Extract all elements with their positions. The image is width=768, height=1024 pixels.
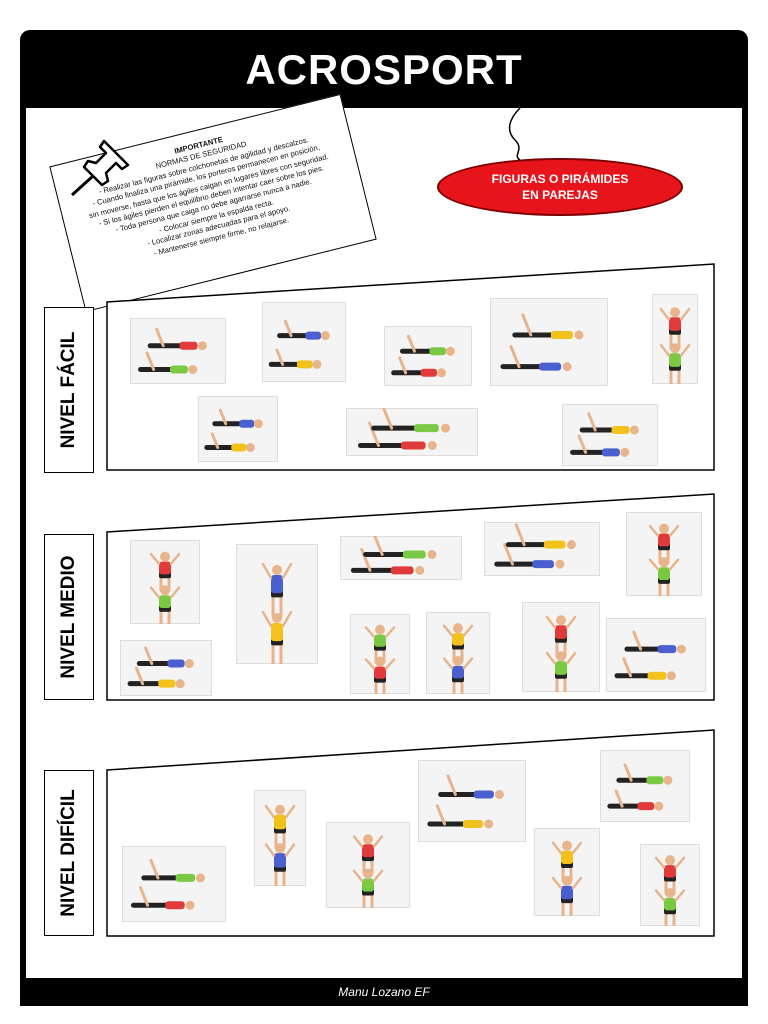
acrosport-pair-figure <box>484 522 600 576</box>
acrosport-pair-figure <box>534 828 600 916</box>
level-label-medium: NIVEL MEDIO <box>44 534 94 700</box>
page-title: ACROSPORT <box>245 46 523 93</box>
acrosport-pair-figure <box>418 760 526 842</box>
figure-illustration <box>122 846 226 922</box>
page-frame: ACROSPORT Manu Lozano EF <box>20 30 748 1006</box>
level-label-easy: NIVEL FÁCIL <box>44 307 94 473</box>
acrosport-pair-figure <box>346 408 478 456</box>
acrosport-pair-figure <box>626 512 702 596</box>
level-label-text: NIVEL FÁCIL <box>58 331 79 449</box>
figure-illustration <box>534 828 600 916</box>
acrosport-pair-figure <box>130 540 200 624</box>
acrosport-pair-figure <box>120 640 212 696</box>
acrosport-pair-figure <box>522 602 600 692</box>
footer-bar: Manu Lozano EF <box>20 978 748 1006</box>
acrosport-pair-figure <box>562 404 658 466</box>
level-label-text: NIVEL DIFÍCIL <box>58 789 79 917</box>
figure-illustration <box>600 750 690 822</box>
pyramids-badge: FIGURAS O PIRÁMIDES EN PAREJAS <box>437 158 683 216</box>
figure-illustration <box>326 822 410 908</box>
acrosport-pair-figure <box>130 318 226 384</box>
acrosport-pair-figure <box>606 618 706 692</box>
figure-illustration <box>606 618 706 692</box>
thumbtack-icon <box>70 139 130 197</box>
figure-illustration <box>130 318 226 384</box>
footer-credit: Manu Lozano EF <box>338 985 430 999</box>
figure-illustration <box>350 614 410 694</box>
header-bar: ACROSPORT <box>20 30 748 108</box>
acrosport-pair-figure <box>350 614 410 694</box>
acrosport-pair-figure <box>640 844 700 926</box>
acrosport-pair-figure <box>426 612 490 694</box>
figure-illustration <box>236 544 318 664</box>
badge-line-1: FIGURAS O PIRÁMIDES <box>491 172 629 186</box>
frame-left-border <box>20 108 26 978</box>
acrosport-pair-figure <box>254 790 306 886</box>
figure-illustration <box>340 536 462 580</box>
acrosport-pair-figure <box>490 298 608 386</box>
figure-illustration <box>262 302 346 382</box>
level-label-hard: NIVEL DIFÍCIL <box>44 770 94 936</box>
figure-illustration <box>254 790 306 886</box>
acrosport-pair-figure <box>652 294 698 384</box>
acrosport-pair-figure <box>600 750 690 822</box>
acrosport-pair-figure <box>236 544 318 664</box>
acrosport-pair-figure <box>262 302 346 382</box>
figure-illustration <box>626 512 702 596</box>
figure-illustration <box>418 760 526 842</box>
figure-illustration <box>562 404 658 466</box>
figure-illustration <box>346 408 478 456</box>
figure-illustration <box>384 326 472 386</box>
figure-illustration <box>490 298 608 386</box>
figure-illustration <box>120 640 212 696</box>
acrosport-pair-figure <box>122 846 226 922</box>
figure-illustration <box>484 522 600 576</box>
figure-illustration <box>522 602 600 692</box>
frame-right-border <box>742 108 748 978</box>
figure-illustration <box>640 844 700 926</box>
figure-illustration <box>652 294 698 384</box>
acrosport-pair-figure <box>198 396 278 462</box>
figure-illustration <box>198 396 278 462</box>
acrosport-pair-figure <box>340 536 462 580</box>
acrosport-pair-figure <box>384 326 472 386</box>
acrosport-pair-figure <box>326 822 410 908</box>
figure-illustration <box>130 540 200 624</box>
figure-illustration <box>426 612 490 694</box>
level-label-text: NIVEL MEDIO <box>58 555 79 679</box>
badge-line-2: EN PAREJAS <box>522 188 598 202</box>
